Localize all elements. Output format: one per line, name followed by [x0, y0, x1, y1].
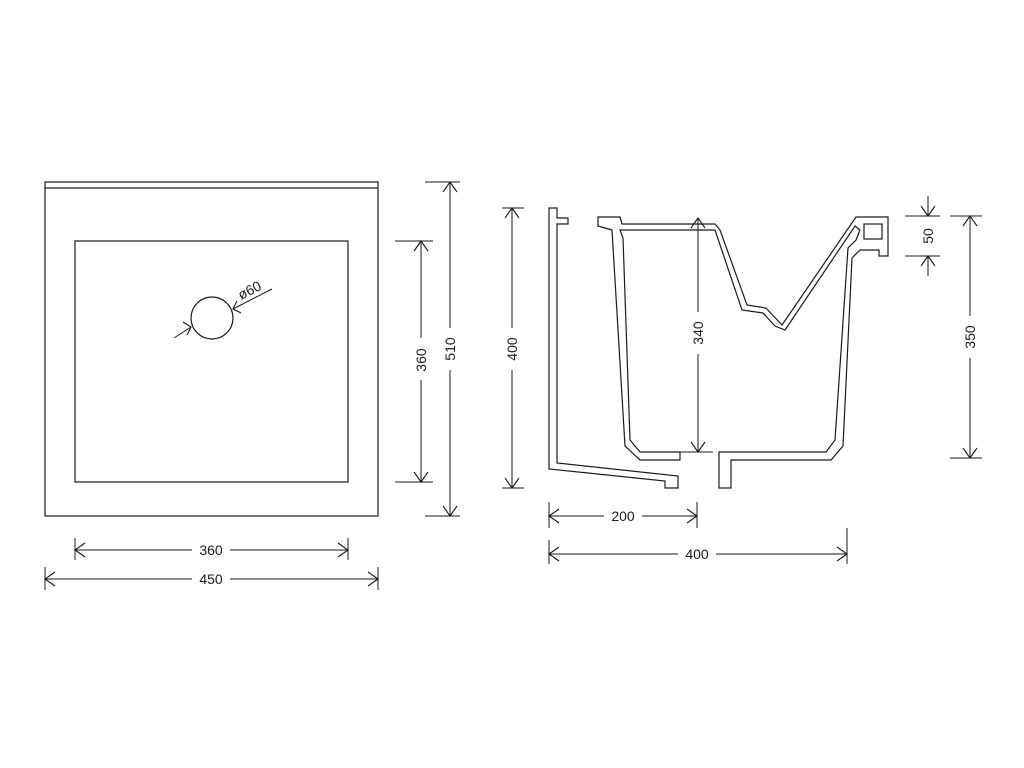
rim-height-dimension: 50 [905, 196, 940, 276]
rim-channel [863, 223, 883, 240]
section-view: 400 340 50 [502, 196, 982, 564]
drain-hole [190, 296, 234, 340]
outer-width-label: 450 [199, 571, 223, 587]
inner-height-dimension: 360 [395, 240, 433, 483]
drain-diameter-label: ø60 [235, 277, 264, 302]
inner-width-label: 360 [199, 542, 223, 558]
rim-height-label: 50 [920, 228, 936, 244]
total-depth-dimension: 400 [548, 528, 848, 564]
half-depth-dimension: 200 [548, 502, 698, 528]
outer-height-label: 510 [442, 337, 458, 361]
basin-depth-label: 340 [690, 321, 706, 345]
total-height-label: 400 [504, 337, 520, 361]
outer-height-dimension: 510 [425, 181, 460, 517]
inner-height-label: 360 [413, 348, 429, 372]
back-height-dimension: 350 [950, 215, 982, 459]
basin-front-wall-profile [597, 216, 889, 489]
inner-width-dimension: 360 [74, 538, 349, 560]
top-view: ø60 360 510 [44, 181, 460, 590]
total-height-dimension: 400 [502, 207, 524, 489]
back-height-label: 350 [962, 325, 978, 349]
rear-panel-profile [548, 207, 679, 489]
drain-diameter-dimension: ø60 [173, 277, 273, 339]
half-depth-label: 200 [611, 508, 635, 524]
sink-outer-outline [44, 181, 379, 517]
outer-width-dimension: 450 [44, 567, 379, 590]
basin-inner-outline [74, 240, 349, 483]
basin-depth-dimension: 340 [640, 217, 713, 453]
total-depth-label: 400 [685, 546, 709, 562]
